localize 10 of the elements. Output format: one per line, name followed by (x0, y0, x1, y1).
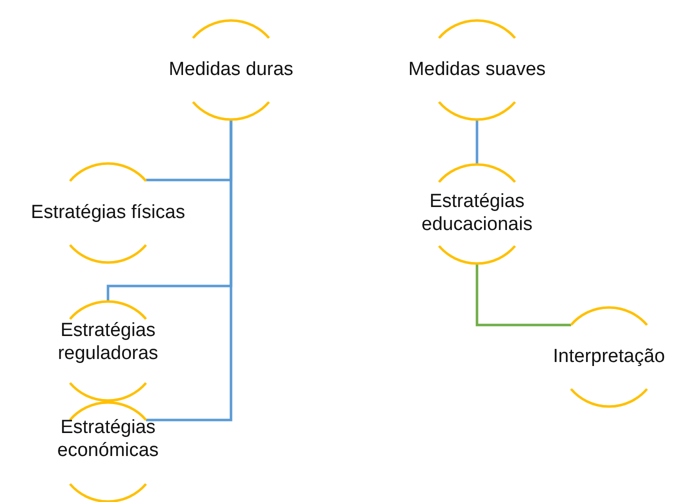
node-label: Estratégias económicas (56, 417, 160, 463)
node-label: Estratégias educacionais (420, 191, 534, 237)
node-label: Estratégias físicas (30, 202, 186, 224)
node-label: Medidas duras (168, 58, 294, 82)
connector-line (476, 120, 478, 164)
connector-line (476, 264, 571, 326)
node-label: Medidas suaves (408, 58, 546, 82)
node-label: Estratégias reguladoras (56, 320, 160, 366)
connector-line (146, 120, 232, 422)
node-label: Interpretação (553, 346, 665, 368)
